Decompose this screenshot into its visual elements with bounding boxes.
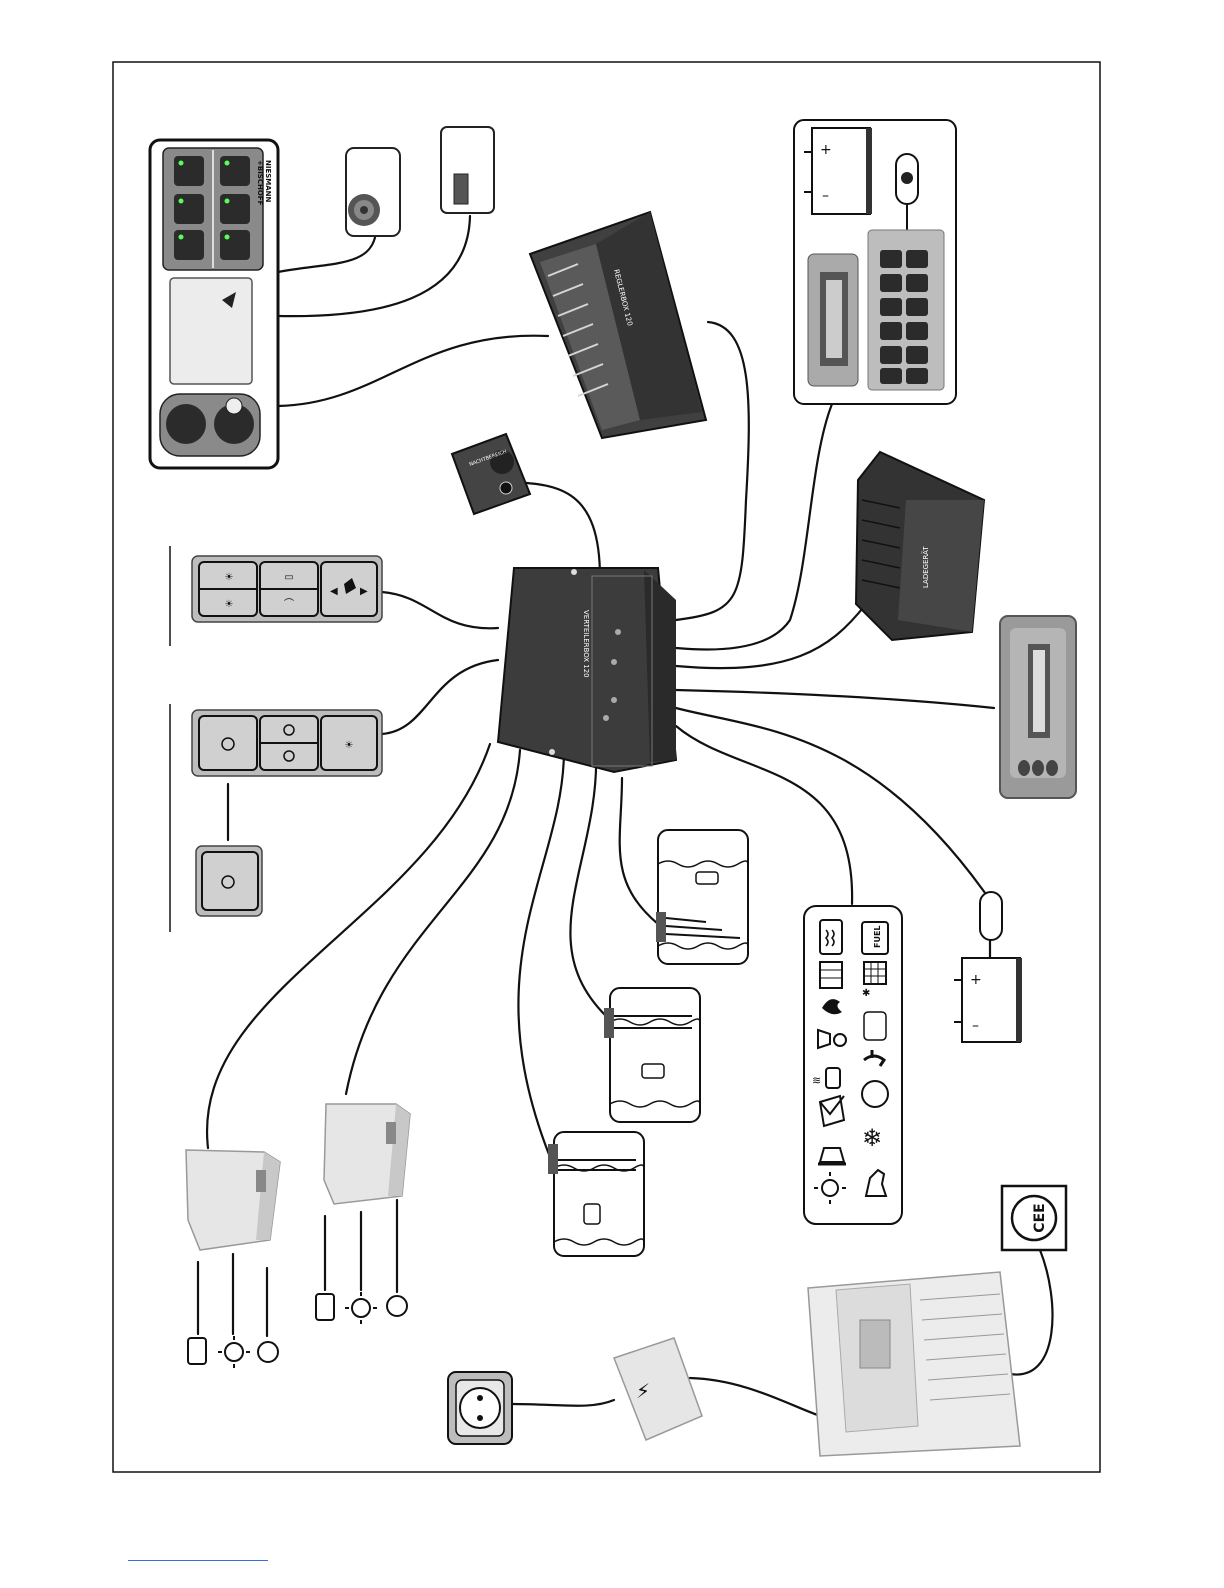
svg-text:▭: ▭ [284, 572, 293, 583]
water-heater-icon [188, 1338, 206, 1364]
tank-middle [604, 988, 700, 1122]
single-light-switch [196, 846, 262, 916]
light-icon [218, 1336, 250, 1368]
svg-text:❄: ❄ [862, 1124, 882, 1152]
display-panel [1000, 616, 1076, 798]
switch-strip-lower: ☀ [192, 710, 382, 776]
panel-knob-left[interactable] [166, 404, 206, 444]
circle-icon [387, 1296, 407, 1316]
svg-text:≋: ≋ [812, 1074, 821, 1087]
battery-lower-plus: + [970, 972, 982, 988]
fuel-label: FUEL [873, 925, 882, 948]
battery-upper-minus: – [822, 188, 829, 204]
svg-text:☀: ☀ [225, 599, 234, 610]
panel-display [170, 278, 252, 384]
electrical-cabinet [808, 1272, 1020, 1456]
svg-text:☀: ☀ [225, 572, 234, 583]
battery-lower: + – [954, 892, 1022, 1042]
svg-text:☀: ☀ [345, 740, 354, 751]
charger-label: LADEGERÄT [921, 546, 930, 588]
control-panel: NIESMANN +BISCHOFF [150, 140, 278, 468]
relay-box-right [324, 1104, 410, 1204]
distributor-label: VERTEILERBOX 120 [582, 610, 590, 678]
light-switch-button[interactable] [199, 716, 257, 770]
water-heater-icon [316, 1294, 334, 1320]
battery-upper-plus: + [820, 142, 832, 158]
battery-box-upper: + – [794, 120, 956, 404]
regulator-box: REGLERBOX 120 [530, 212, 706, 438]
single-light-button[interactable] [202, 852, 258, 910]
svg-text:⌒: ⌒ [284, 598, 294, 610]
panel-brand-line2: +BISCHOFF [256, 160, 264, 206]
speaker-module [346, 148, 400, 236]
footnote-rule [128, 1560, 268, 1561]
tank-upper [656, 830, 748, 964]
svg-text:▶: ▶ [360, 586, 368, 597]
light-icon [345, 1292, 377, 1324]
fuse-box: ⚡ [614, 1338, 702, 1440]
snowflake-icon: ❄ [862, 1124, 882, 1152]
distributor-box: VERTEILERBOX 120 [498, 568, 676, 772]
relay-box-left [186, 1150, 280, 1250]
switch-strip-upper: ☀ ☀ ▭ ⌒ ◀ ▶ [192, 556, 382, 622]
mains-socket [448, 1372, 512, 1444]
cee-connector: CEE [1002, 1186, 1066, 1250]
lightning-symbol: ⚡ [636, 1379, 650, 1403]
symbols-panel: ≋ FUEL ✱ ❄ [804, 906, 902, 1224]
remote-control: NACHTBEREICH [452, 434, 530, 514]
svg-text:◀: ◀ [330, 586, 338, 597]
tank-lower [548, 1132, 644, 1256]
relay-left-outputs [188, 1336, 278, 1368]
svg-text:✱: ✱ [862, 988, 870, 999]
sensor-module [441, 127, 494, 213]
charger: LADEGERÄT [856, 452, 984, 640]
cee-label: CEE [1032, 1203, 1048, 1232]
circle-icon [258, 1342, 278, 1362]
battery-lower-minus: – [972, 1018, 979, 1034]
relay-right-outputs [316, 1292, 407, 1324]
panel-brand-line1: NIESMANN [264, 160, 272, 203]
